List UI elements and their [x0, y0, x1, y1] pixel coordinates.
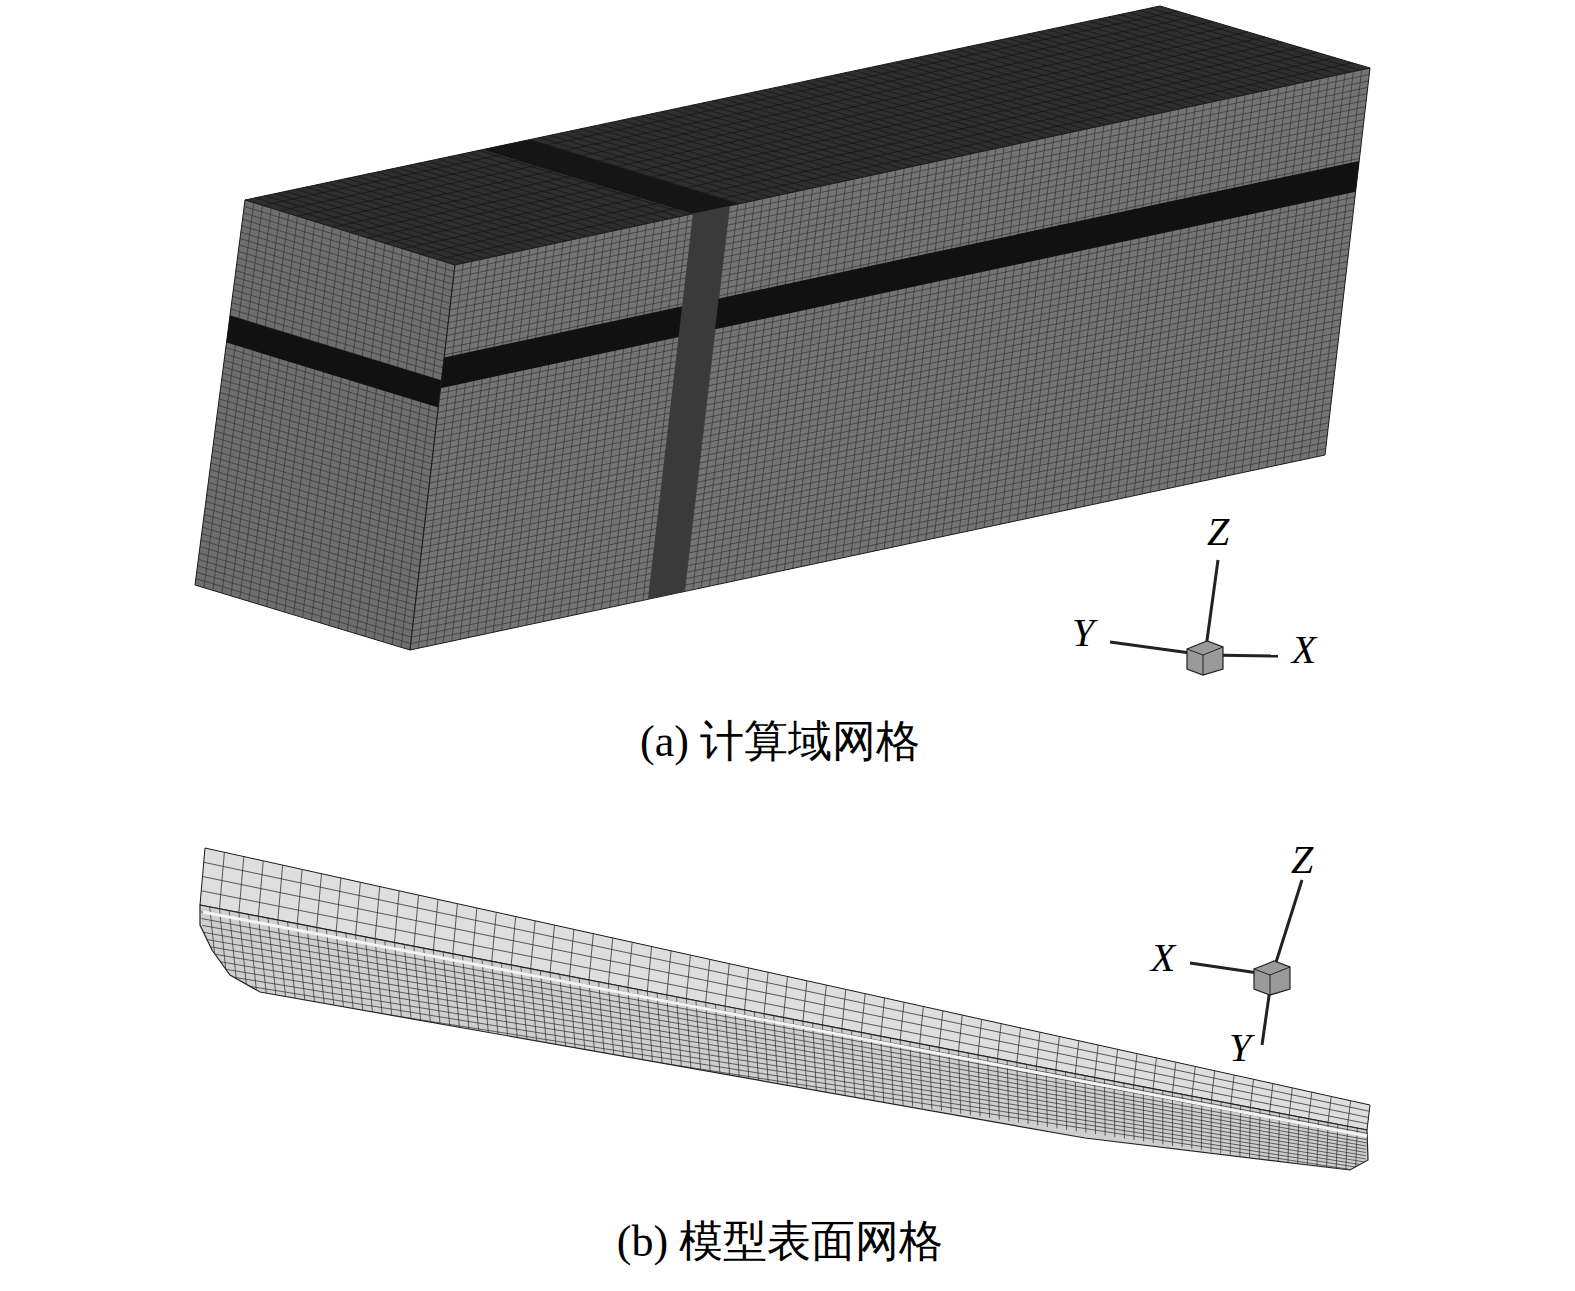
axis-label: X — [1292, 630, 1316, 670]
domain-mesh — [195, 6, 1370, 650]
chine-highlight — [203, 912, 1367, 1136]
dense-band — [227, 316, 442, 408]
mesh-lines — [196, 203, 454, 648]
mesh-face — [410, 68, 1370, 650]
dense-band — [441, 161, 1360, 388]
dense-band — [483, 140, 739, 214]
subfigure-caption: (b) 模型表面网格 — [617, 1220, 943, 1264]
axis-label: Z — [1207, 512, 1229, 552]
mesh-face — [195, 200, 455, 650]
mesh-lines — [411, 70, 1370, 648]
axis-label: Y — [1229, 1028, 1251, 1068]
axis-label: Z — [1291, 840, 1313, 880]
axis-label: Y — [1072, 613, 1094, 653]
axis-label: X — [1151, 938, 1175, 978]
dense-band — [648, 206, 730, 599]
axis-triad — [1190, 880, 1302, 1045]
mesh-lines — [201, 907, 1367, 1174]
hull-mesh — [200, 848, 1370, 1174]
hull-side — [200, 905, 1368, 1170]
subfigure-caption: (a) 计算域网格 — [640, 720, 920, 764]
axis-triad — [1110, 560, 1278, 675]
